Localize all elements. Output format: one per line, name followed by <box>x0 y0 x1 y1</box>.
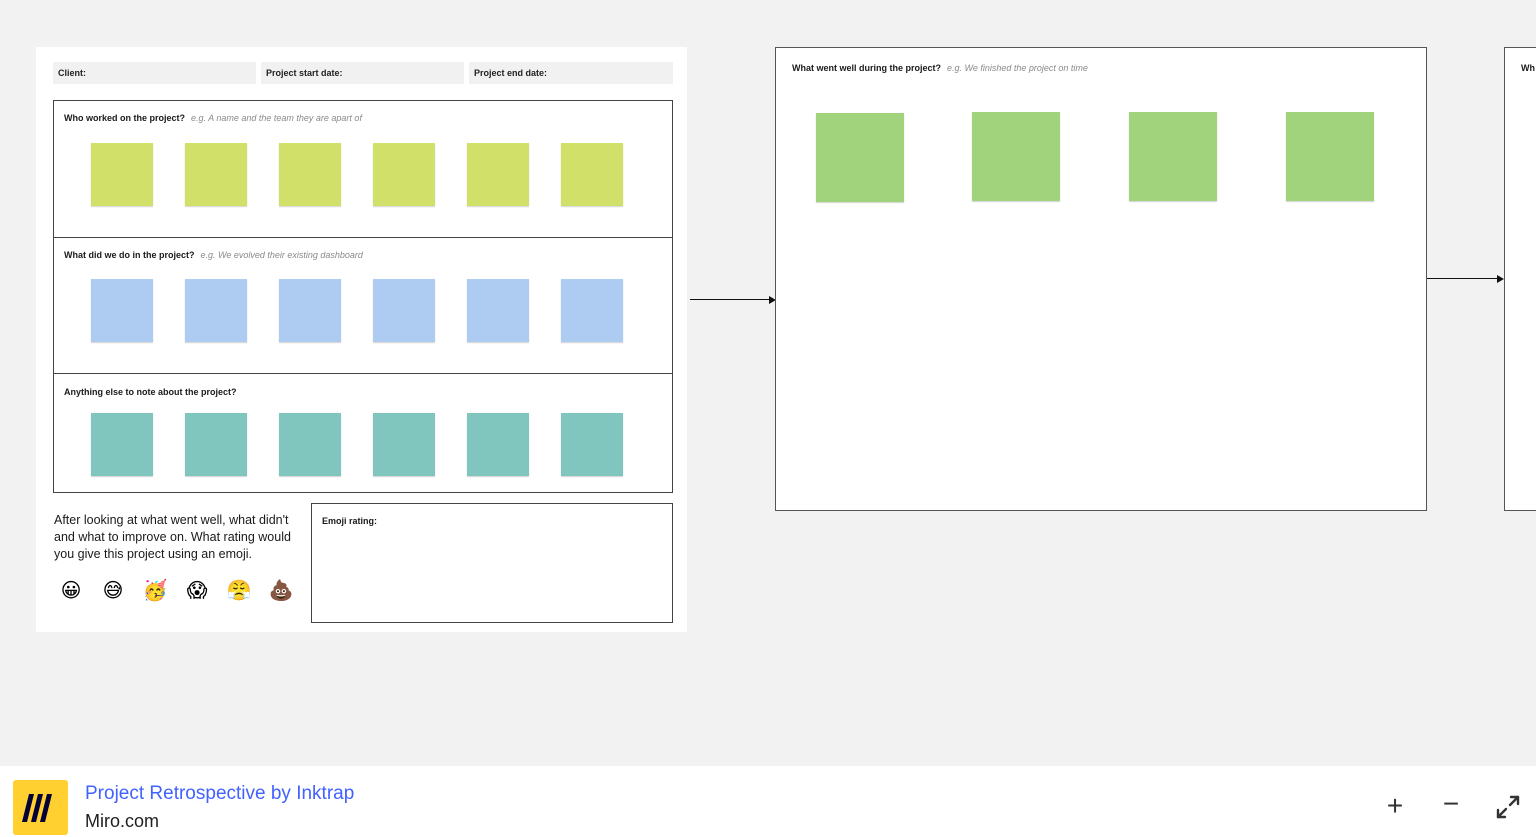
grinning-face-emoji-icon[interactable]: 😀 <box>60 580 82 602</box>
emoji-rating-label: Emoji rating: <box>322 516 378 526</box>
section-title-what-did: What did we do in the project? e.g. We ev… <box>64 250 363 260</box>
embed-footer-bar: Project Retrospective by Inktrap Miro.co… <box>0 766 1536 837</box>
section-title-went-well: What went well during the project? e.g. W… <box>792 63 1088 73</box>
client-field[interactable]: Client: <box>53 62 256 84</box>
section-anything-else[interactable]: Anything else to note about the project? <box>53 373 673 493</box>
sticky-note[interactable] <box>185 279 247 342</box>
board-title-link[interactable]: Project Retrospective by Inktrap <box>85 783 355 804</box>
sticky-note[interactable] <box>91 143 153 206</box>
start-date-field[interactable]: Project start date: <box>261 62 464 84</box>
arrow-head-icon <box>1497 275 1504 283</box>
sticky-note[interactable] <box>91 279 153 342</box>
scream-face-emoji-icon[interactable]: 😱 <box>186 580 208 602</box>
sticky-note[interactable] <box>279 143 341 206</box>
sticky-note[interactable] <box>373 143 435 206</box>
zoom-out-button[interactable]: − <box>1442 788 1460 819</box>
sticky-note[interactable] <box>279 279 341 342</box>
sticky-note[interactable] <box>972 112 1060 201</box>
sweat-smile-emoji-icon[interactable]: 😅 <box>102 580 124 602</box>
board-next-partial[interactable]: Wh <box>1504 47 1536 511</box>
miro-logo-icon[interactable] <box>13 780 68 835</box>
miro-site-link[interactable]: Miro.com <box>85 811 160 831</box>
sticky-note[interactable] <box>1129 112 1217 201</box>
steam-face-emoji-icon[interactable]: 😤 <box>226 580 252 602</box>
sticky-note[interactable] <box>1286 112 1374 201</box>
zoom-in-button[interactable]: + <box>1386 790 1404 821</box>
sticky-note[interactable] <box>279 413 341 476</box>
section-what-did-we-do[interactable]: What did we do in the project? e.g. We ev… <box>53 237 673 374</box>
section-title-anything-else: Anything else to note about the project? <box>64 387 237 397</box>
end-date-field[interactable]: Project end date: <box>469 62 673 84</box>
board-what-went-well[interactable]: What went well during the project? e.g. W… <box>775 47 1427 511</box>
rating-question-text: After looking at what went well, what di… <box>54 513 291 561</box>
emoji-rating-box[interactable]: Emoji rating: <box>311 503 673 623</box>
section-title-text: Who worked on the project? <box>64 113 185 123</box>
sticky-note[interactable] <box>185 413 247 476</box>
section-hint-text: e.g. We evolved their existing dashboard <box>200 250 363 260</box>
connector-arrow-line[interactable] <box>1427 278 1499 279</box>
party-face-emoji-icon[interactable]: 🥳 <box>142 580 168 602</box>
section-who-worked[interactable]: Who worked on the project? e.g. A name an… <box>53 100 673 238</box>
sticky-note[interactable] <box>467 413 529 476</box>
section-title-text: Anything else to note about the project? <box>64 387 237 397</box>
sticky-note[interactable] <box>91 413 153 476</box>
section-hint-text: e.g. We finished the project on time <box>947 63 1088 73</box>
sticky-note[interactable] <box>467 279 529 342</box>
sticky-note[interactable] <box>561 143 623 206</box>
poop-emoji-icon[interactable]: 💩 <box>268 580 294 602</box>
sticky-note[interactable] <box>561 279 623 342</box>
sticky-note[interactable] <box>561 413 623 476</box>
sticky-note[interactable] <box>373 413 435 476</box>
section-title-who-worked: Who worked on the project? e.g. A name an… <box>64 113 362 123</box>
arrow-head-icon <box>769 296 776 304</box>
section-title-text: What went well during the project? <box>792 63 942 73</box>
sticky-note[interactable] <box>467 143 529 206</box>
sticky-note[interactable] <box>816 113 904 202</box>
section-title-text: What did we do in the project? <box>64 250 195 260</box>
section-title-partial: Wh <box>1521 63 1535 73</box>
sticky-note[interactable] <box>373 279 435 342</box>
connector-arrow-line[interactable] <box>690 299 770 300</box>
sticky-note[interactable] <box>185 143 247 206</box>
fullscreen-expand-icon[interactable] <box>1494 793 1522 821</box>
section-hint-text: e.g. A name and the team they are apart … <box>191 113 362 123</box>
